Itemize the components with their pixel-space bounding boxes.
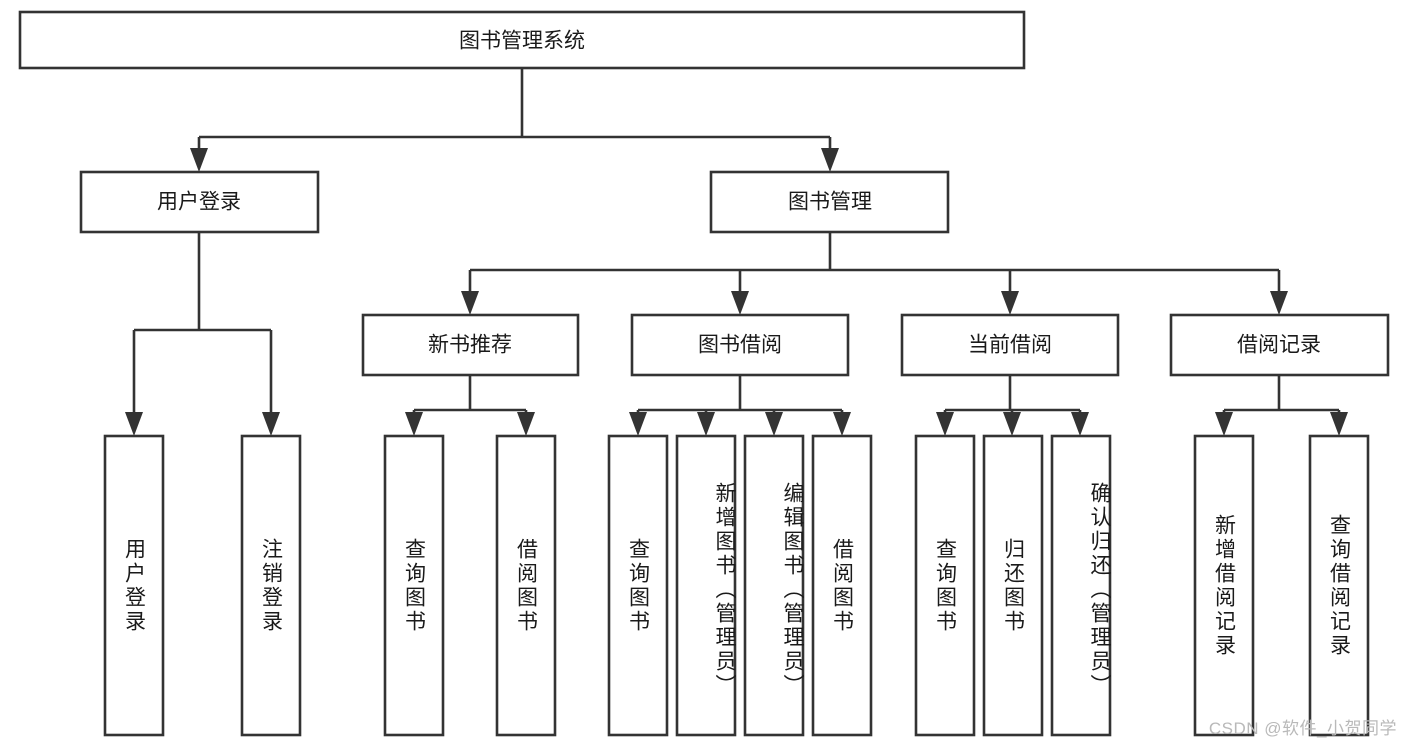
node-root-label: 图书管理系统 — [459, 30, 585, 53]
arrow-head-leaf-add-borrow-record — [1215, 412, 1233, 436]
node-leaf-query-book-1-box[interactable] — [383, 434, 445, 737]
arrow-head-leaf-user-login — [125, 412, 143, 436]
arrow-head-leaf-return-book — [1003, 412, 1021, 436]
node-leaf-query-book-2-box[interactable] — [607, 434, 669, 737]
node-book-mgmt-box[interactable] — [709, 170, 950, 234]
node-leaf-logout-box[interactable] — [240, 434, 302, 737]
node-leaf-borrow-book-1-box[interactable] — [495, 434, 557, 737]
arrow-head-leaf-edit-book-admin — [765, 412, 783, 436]
node-user-login-label: 用户登录 — [157, 191, 241, 214]
arrow-head-leaf-query-borrow-record — [1330, 412, 1348, 436]
arrow-head-leaf-borrow-book-1 — [517, 412, 535, 436]
node-leaf-query-borrow-record-box[interactable] — [1308, 434, 1370, 737]
arrow-head-book-mgmt — [821, 148, 839, 172]
arrow-head-new-book-rec — [461, 291, 479, 315]
node-leaf-add-borrow-record-box[interactable] — [1193, 434, 1255, 737]
arrow-head-current-borrow — [1001, 291, 1019, 315]
node-root-box[interactable] — [18, 10, 1026, 70]
node-leaf-user-login-box[interactable] — [103, 434, 165, 737]
node-borrow-record[interactable]: 借阅记录 — [1169, 313, 1390, 377]
node-book-borrow[interactable]: 图书借阅 — [630, 313, 850, 377]
watermark-text: CSDN @软件_小贺同学 — [1208, 719, 1397, 738]
arrow-head-leaf-borrow-book-2 — [833, 412, 851, 436]
arrow-head-leaf-add-book-admin — [697, 412, 715, 436]
node-root[interactable]: 图书管理系统 — [18, 10, 1026, 70]
node-new-book-rec-label: 新书推荐 — [428, 334, 512, 357]
node-leaf-borrow-book-2-box[interactable] — [811, 434, 873, 737]
node-user-login[interactable]: 用户登录 — [79, 170, 320, 234]
node-leaf-query-book-3-box[interactable] — [914, 434, 976, 737]
connector-group-book-borrow — [629, 375, 851, 436]
node-book-borrow-box[interactable] — [630, 313, 850, 377]
node-leaf-edit-book-admin-box[interactable] — [743, 434, 805, 737]
arrow-head-leaf-logout — [262, 412, 280, 436]
node-book-borrow-label: 图书借阅 — [698, 334, 782, 357]
node-book-mgmt[interactable]: 图书管理 — [709, 170, 950, 234]
arrow-head-leaf-query-book-3 — [936, 412, 954, 436]
node-new-book-rec-box[interactable] — [361, 313, 580, 377]
node-book-mgmt-label: 图书管理 — [788, 191, 872, 214]
node-current-borrow-label: 当前借阅 — [968, 334, 1052, 357]
arrow-head-book-borrow — [731, 291, 749, 315]
connector-group-new-book-rec — [405, 375, 535, 436]
connector-group-current-borrow — [936, 375, 1089, 436]
arrow-head-user-login — [190, 148, 208, 172]
connector-group-borrow-record — [1215, 375, 1348, 436]
node-leaf-return-book-box[interactable] — [982, 434, 1044, 737]
arrow-head-leaf-query-book-1 — [405, 412, 423, 436]
arrow-head-borrow-record — [1270, 291, 1288, 315]
node-user-login-box[interactable] — [79, 170, 320, 234]
connector-group-user-login — [125, 232, 280, 436]
arrow-head-leaf-query-book-2 — [629, 412, 647, 436]
node-borrow-record-box[interactable] — [1169, 313, 1390, 377]
connector-group-book-mgmt — [461, 232, 1288, 315]
node-current-borrow-box[interactable] — [900, 313, 1120, 377]
node-current-borrow[interactable]: 当前借阅 — [900, 313, 1120, 377]
arrow-head-leaf-confirm-return-admin — [1071, 412, 1089, 436]
node-leaf-add-book-admin-box[interactable] — [675, 434, 737, 737]
node-leaf-confirm-return-admin-box[interactable] — [1050, 434, 1112, 737]
connector-group-root — [190, 68, 839, 172]
node-borrow-record-label: 借阅记录 — [1237, 334, 1321, 357]
node-new-book-rec[interactable]: 新书推荐 — [361, 313, 580, 377]
